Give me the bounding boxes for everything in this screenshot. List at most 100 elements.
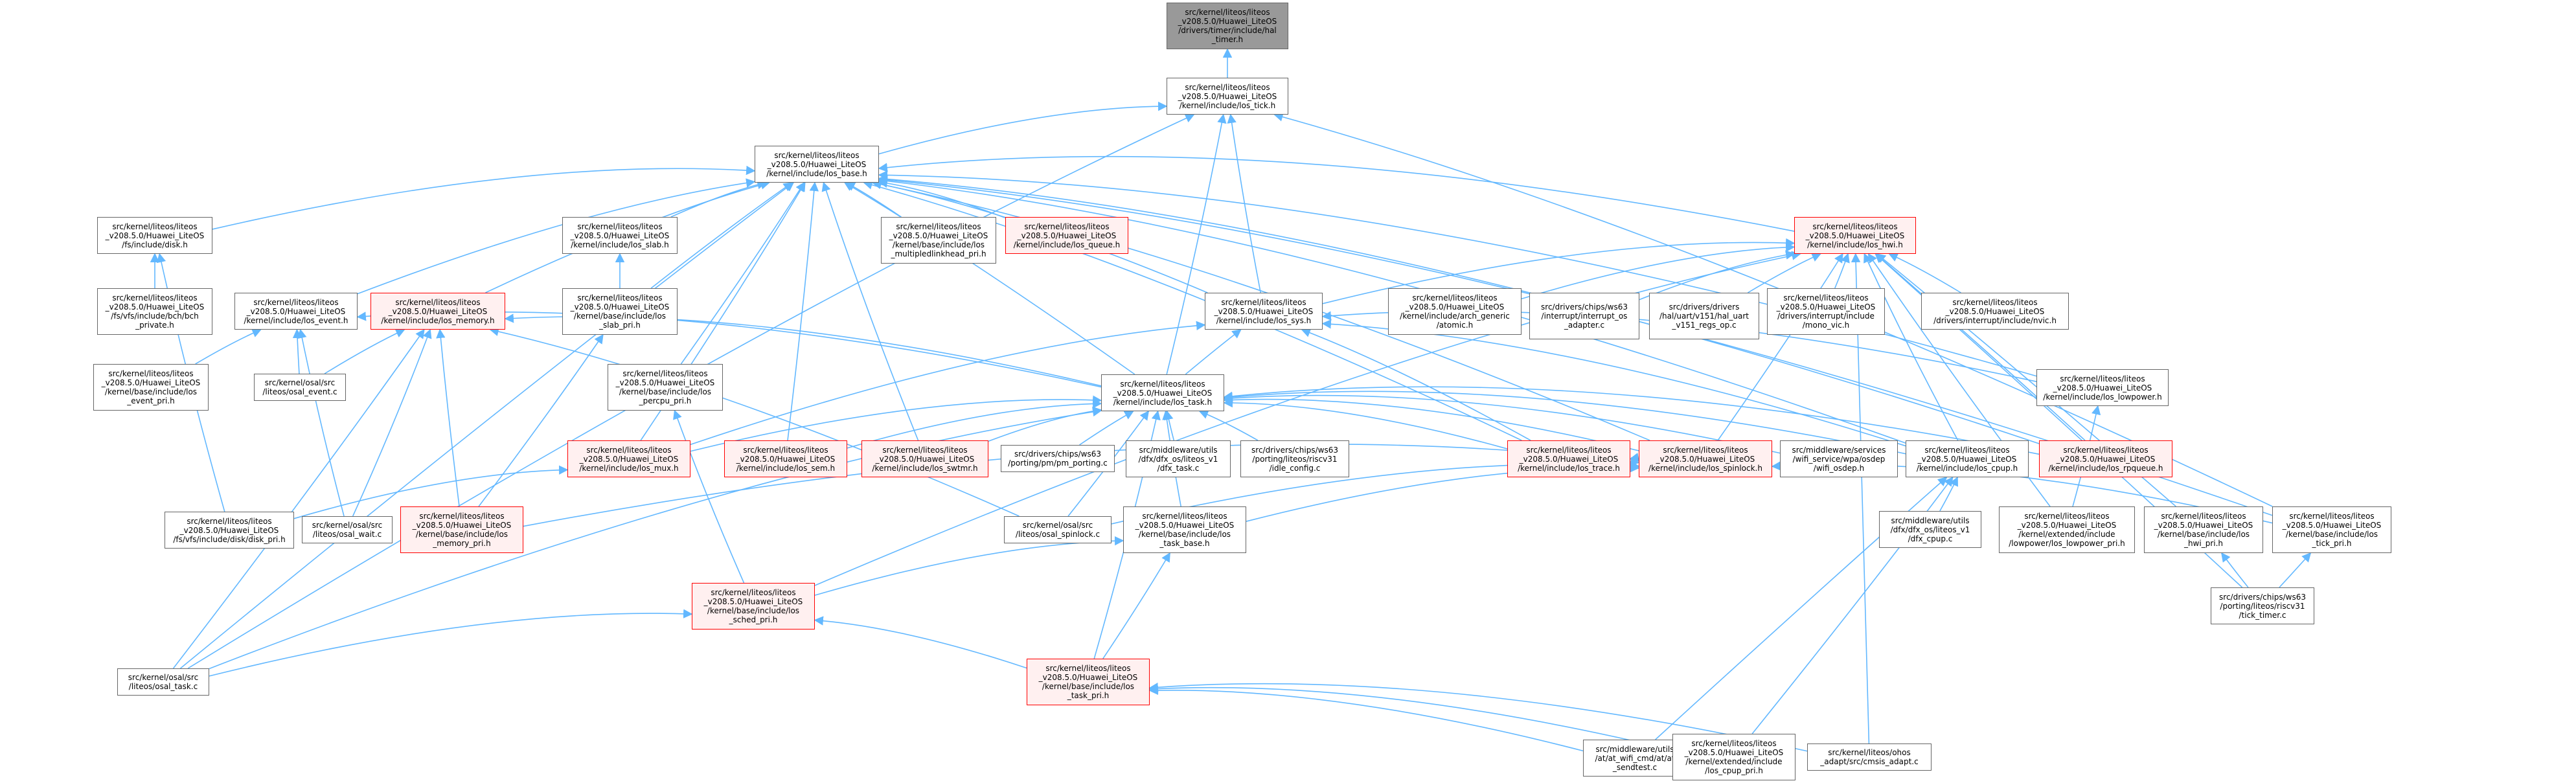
graph-node-los-sem[interactable]: src/kernel/liteos/liteos _v208.5.0/Huawe… bbox=[724, 440, 847, 477]
node-label: src/kernel/liteos/liteos _v208.5.0/Huawe… bbox=[766, 150, 867, 178]
node-label: src/kernel/osal/src /liteos/osal_event.c bbox=[262, 378, 337, 396]
edge-cpup-pri-to-los-cpup bbox=[1751, 476, 1954, 734]
graph-node-cmsis-adapt[interactable]: src/kernel/liteos/ohos _adapt/src/cmsis_… bbox=[1807, 743, 1932, 771]
node-label: src/kernel/liteos/liteos _v208.5.0/Huawe… bbox=[105, 293, 205, 330]
graph-node-los-slab[interactable]: src/kernel/liteos/liteos _v208.5.0/Huawe… bbox=[562, 217, 678, 254]
graph-node-at-sendtest[interactable]: src/middleware/utils /at/at_wifi_cmd/at/… bbox=[1583, 740, 1687, 777]
graph-node-hwi-pri[interactable]: src/kernel/liteos/liteos _v208.5.0/Huawe… bbox=[2144, 506, 2263, 553]
graph-node-los-event[interactable]: src/kernel/liteos/liteos _v208.5.0/Huawe… bbox=[234, 293, 358, 330]
node-label: src/kernel/liteos/liteos _v208.5.0/Huawe… bbox=[2009, 512, 2125, 548]
edge-osal-event-to-los-event bbox=[292, 328, 302, 374]
graph-node-los-hwi[interactable]: src/kernel/liteos/liteos _v208.5.0/Huawe… bbox=[1794, 217, 1916, 254]
edge-osal-task-to-los-base bbox=[179, 182, 795, 669]
graph-node-multipled[interactable]: src/kernel/liteos/liteos _v208.5.0/Huawe… bbox=[881, 217, 996, 264]
graph-node-tick-pri[interactable]: src/kernel/liteos/liteos _v208.5.0/Huawe… bbox=[2272, 506, 2391, 553]
node-label: src/drivers/chips/ws63 /interrupt/interr… bbox=[1541, 302, 1628, 330]
graph-node-hal-uart[interactable]: src/drivers/drivers /hal/uart/v151/hal_u… bbox=[1649, 293, 1759, 339]
graph-node-sched-pri[interactable]: src/kernel/liteos/liteos _v208.5.0/Huawe… bbox=[692, 583, 815, 630]
graph-node-percpu-pri[interactable]: src/kernel/liteos/liteos _v208.5.0/Huawe… bbox=[608, 364, 723, 411]
graph-node-osal-task[interactable]: src/kernel/osal/src /liteos/osal_task.c bbox=[117, 668, 209, 696]
graph-node-pm-porting[interactable]: src/drivers/chips/ws63 /porting/pm/pm_po… bbox=[1001, 445, 1115, 472]
edge-disk-pri-to-los-mux bbox=[293, 465, 569, 519]
graph-node-los-queue[interactable]: src/kernel/liteos/liteos _v208.5.0/Huawe… bbox=[1005, 217, 1128, 254]
graph-node-los-memory[interactable]: src/kernel/liteos/liteos _v208.5.0/Huawe… bbox=[370, 293, 505, 330]
node-label: src/kernel/liteos/liteos _v208.5.0/Huawe… bbox=[2282, 512, 2382, 548]
node-label: src/kernel/liteos/liteos _v208.5.0/Huawe… bbox=[1518, 445, 1620, 473]
node-label: src/kernel/liteos/liteos _v208.5.0/Huawe… bbox=[412, 512, 512, 548]
node-label: src/kernel/liteos/liteos _v208.5.0/Huawe… bbox=[1648, 445, 1762, 473]
node-label: src/kernel/liteos/liteos _v208.5.0/Huawe… bbox=[1684, 739, 1784, 775]
edge-los-base-to-los-tick bbox=[878, 101, 1168, 155]
graph-node-disk-pri[interactable]: src/kernel/liteos/liteos _v208.5.0/Huawe… bbox=[165, 512, 294, 549]
edge-los-swtmr-to-los-task bbox=[988, 406, 1102, 442]
node-label: src/kernel/liteos/liteos _v208.5.0/Huawe… bbox=[1214, 297, 1314, 325]
graph-node-lowpower-pri[interactable]: src/kernel/liteos/liteos _v208.5.0/Huawe… bbox=[1999, 506, 2135, 553]
graph-node-event-pri[interactable]: src/kernel/liteos/liteos _v208.5.0/Huawe… bbox=[93, 364, 209, 411]
graph-node-los-sys[interactable]: src/kernel/liteos/liteos _v208.5.0/Huawe… bbox=[1205, 293, 1323, 330]
node-label: src/middleware/utils /dfx/dfx_os/liteos_… bbox=[1890, 516, 1970, 543]
graph-node-los-mux[interactable]: src/kernel/liteos/liteos _v208.5.0/Huawe… bbox=[567, 440, 690, 477]
node-label: src/kernel/liteos/liteos _v208.5.0/Huawe… bbox=[381, 297, 495, 325]
graph-node-los-cpup[interactable]: src/kernel/liteos/liteos _v208.5.0/Huawe… bbox=[1906, 440, 2029, 477]
graph-node-los-base[interactable]: src/kernel/liteos/liteos _v208.5.0/Huawe… bbox=[755, 146, 879, 183]
graph-node-los-rpqueue[interactable]: src/kernel/liteos/liteos _v208.5.0/Huawe… bbox=[2039, 440, 2172, 477]
edge-tick-timer-to-tick-pri bbox=[2279, 552, 2312, 588]
edge-los-sys-to-los-hwi bbox=[1322, 238, 1795, 304]
edge-los-task-to-los-tick bbox=[1166, 113, 1227, 375]
graph-node-atomic[interactable]: src/kernel/liteos/liteos _v208.5.0/Huawe… bbox=[1388, 288, 1522, 335]
graph-node-nvic[interactable]: src/kernel/liteos/liteos _v208.5.0/Huawe… bbox=[1921, 293, 2069, 330]
edge-pm-porting-to-los-task bbox=[1079, 411, 1134, 446]
graph-node-wifi-osdep[interactable]: src/middleware/services /wifi_service/wp… bbox=[1780, 440, 1898, 477]
edge-memory-pri-to-los-spinlock bbox=[523, 444, 1640, 527]
graph-node-task-pri[interactable]: src/kernel/liteos/liteos _v208.5.0/Huawe… bbox=[1027, 659, 1150, 705]
graph-node-dfx-cpup[interactable]: src/middleware/utils /dfx/dfx_os/liteos_… bbox=[1879, 511, 1981, 548]
graph-node-los-tick[interactable]: src/kernel/liteos/liteos _v208.5.0/Huawe… bbox=[1167, 78, 1288, 115]
edge-los-spinlock-to-los-hwi bbox=[1717, 253, 1843, 441]
graph-node-memory-pri[interactable]: src/kernel/liteos/liteos _v208.5.0/Huawe… bbox=[400, 506, 523, 553]
edge-los-slab-pri-to-los-base bbox=[650, 182, 793, 289]
node-label: src/kernel/liteos/liteos _v208.5.0/Huawe… bbox=[105, 221, 205, 249]
graph-node-hal-timer[interactable]: src/kernel/liteos/liteos _v208.5.0/Huawe… bbox=[1167, 3, 1288, 49]
graph-node-disk[interactable]: src/kernel/liteos/liteos _v208.5.0/Huawe… bbox=[97, 217, 212, 254]
graph-node-mono-vic[interactable]: src/kernel/liteos/liteos _v208.5.0/Huawe… bbox=[1767, 288, 1885, 335]
graph-node-los-slab-pri[interactable]: src/kernel/liteos/liteos _v208.5.0/Huawe… bbox=[562, 288, 678, 335]
node-label: src/kernel/liteos/liteos _v208.5.0/Huawe… bbox=[872, 445, 978, 473]
edge-event-pri-to-los-event bbox=[195, 328, 262, 365]
graph-node-los-trace[interactable]: src/kernel/liteos/liteos _v208.5.0/Huawe… bbox=[1507, 440, 1630, 477]
graph-node-los-lowpower[interactable]: src/kernel/liteos/liteos _v208.5.0/Huawe… bbox=[2036, 369, 2169, 406]
graph-node-los-swtmr[interactable]: src/kernel/liteos/liteos _v208.5.0/Huawe… bbox=[861, 440, 988, 477]
graph-node-dfx-task[interactable]: src/middleware/utils /dfx/dfx_os/liteos_… bbox=[1126, 440, 1231, 477]
node-label: src/kernel/liteos/liteos _v208.5.0/Huawe… bbox=[1135, 512, 1235, 548]
graph-node-osal-event[interactable]: src/kernel/osal/src /liteos/osal_event.c bbox=[254, 374, 346, 401]
edge-interrupt-os-adapter-to-los-hwi bbox=[1639, 250, 1795, 301]
graph-node-task-base[interactable]: src/kernel/liteos/liteos _v208.5.0/Huawe… bbox=[1123, 506, 1246, 553]
edge-sched-pri-to-los-hwi bbox=[814, 251, 1801, 586]
node-label: src/drivers/chips/ws63 /porting/liteos/r… bbox=[1251, 445, 1338, 473]
graph-node-los-spinlock[interactable]: src/kernel/liteos/liteos _v208.5.0/Huawe… bbox=[1639, 440, 1772, 477]
edge-osal-task-to-los-tick bbox=[187, 113, 1195, 669]
graph-node-idle-config[interactable]: src/drivers/chips/ws63 /porting/liteos/r… bbox=[1240, 440, 1349, 477]
node-label: src/kernel/liteos/liteos _v208.5.0/Huawe… bbox=[1933, 297, 2057, 325]
node-label: src/kernel/liteos/liteos _v208.5.0/Huawe… bbox=[703, 588, 803, 624]
graph-node-bch-private[interactable]: src/kernel/liteos/liteos _v208.5.0/Huawe… bbox=[97, 288, 212, 335]
graph-node-los-task[interactable]: src/kernel/liteos/liteos _v208.5.0/Huawe… bbox=[1101, 374, 1224, 411]
graph-node-interrupt-os-adapter[interactable]: src/drivers/chips/ws63 /interrupt/interr… bbox=[1529, 293, 1639, 339]
graph-node-osal-wait[interactable]: src/kernel/osal/src /liteos/osal_wait.c bbox=[302, 516, 393, 543]
edge-osal-event-to-los-memory bbox=[324, 328, 405, 374]
node-label: src/kernel/liteos/liteos _v208.5.0/Huawe… bbox=[101, 369, 201, 405]
node-label: src/kernel/liteos/liteos _v208.5.0/Huawe… bbox=[1178, 82, 1277, 110]
edge-sched-pri-to-percpu-pri bbox=[673, 409, 745, 584]
edge-nvic-to-los-hwi bbox=[1888, 253, 1961, 293]
edge-hal-uart-to-los-hwi bbox=[1747, 253, 1821, 293]
edge-los-task-to-los-base bbox=[843, 182, 1135, 375]
graph-node-osal-spinlock[interactable]: src/kernel/osal/src /liteos/osal_spinloc… bbox=[1004, 516, 1111, 543]
node-label: src/kernel/osal/src /liteos/osal_wait.c bbox=[312, 521, 383, 539]
node-label: src/kernel/liteos/liteos _v208.5.0/Huawe… bbox=[570, 293, 670, 330]
edge-los-spinlock-to-los-base bbox=[871, 179, 1650, 441]
graph-node-cpup-pri[interactable]: src/kernel/liteos/liteos _v208.5.0/Huawe… bbox=[1672, 734, 1795, 780]
graph-node-tick-timer[interactable]: src/drivers/chips/ws63 /porting/liteos/r… bbox=[2211, 587, 2314, 624]
edge-memory-pri-to-los-slab-pri bbox=[478, 334, 604, 507]
edge-los-cpup-to-los-hwi bbox=[1864, 253, 1959, 441]
edge-tick-timer-to-hwi-pri bbox=[2221, 552, 2249, 588]
node-label: src/kernel/liteos/liteos _v208.5.0/Huawe… bbox=[615, 369, 715, 405]
